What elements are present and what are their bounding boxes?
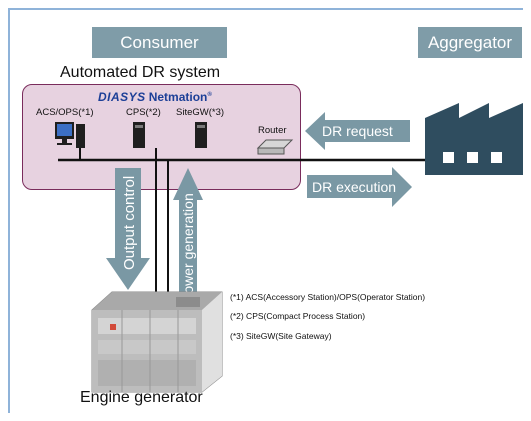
- cps-controller-icon: [133, 122, 145, 148]
- footnote-2: (*2) CPS(Compact Process Station): [230, 311, 366, 321]
- footnote-1: (*1) ACS(Accessory Station)/OPS(Operator…: [230, 292, 426, 302]
- brand-registered-mark: ®: [207, 92, 212, 98]
- dr-execution-arrow: DR execution: [307, 167, 412, 207]
- node-label-acs-ops: ACS/OPS(*1): [36, 107, 94, 118]
- sitegw-controller-icon: [195, 122, 207, 148]
- system-title: Automated DR system: [60, 64, 221, 81]
- power-generation-label: Power generation: [180, 193, 196, 303]
- consumer-header: Consumer: [92, 27, 227, 58]
- node-label-cps: CPS(*2): [126, 107, 161, 118]
- brand-diasys: DIASYS: [98, 90, 146, 104]
- engine-generator-caption: Engine generator: [80, 389, 203, 406]
- node-label-sitegw: SiteGW(*3): [176, 107, 225, 118]
- dr-request-arrow: DR request: [305, 112, 410, 150]
- dr-execution-label: DR execution: [312, 179, 396, 195]
- aggregator-header: Aggregator: [418, 27, 522, 58]
- output-control-arrow: Output control: [106, 168, 150, 290]
- dr-request-label: DR request: [322, 123, 393, 139]
- factory-icon: [425, 103, 523, 175]
- engine-generator-image: [91, 291, 223, 393]
- diagram-frame: [8, 8, 523, 413]
- node-label-router: Router: [258, 125, 287, 136]
- power-generation-arrow: Power generation: [173, 168, 203, 303]
- router-icon: [256, 139, 294, 155]
- pc-icon: [55, 122, 85, 160]
- footnote-3: (*3) SiteGW(Site Gateway): [230, 331, 332, 341]
- output-control-label: Output control: [121, 176, 138, 270]
- brand-netmation: Netmation: [148, 90, 208, 104]
